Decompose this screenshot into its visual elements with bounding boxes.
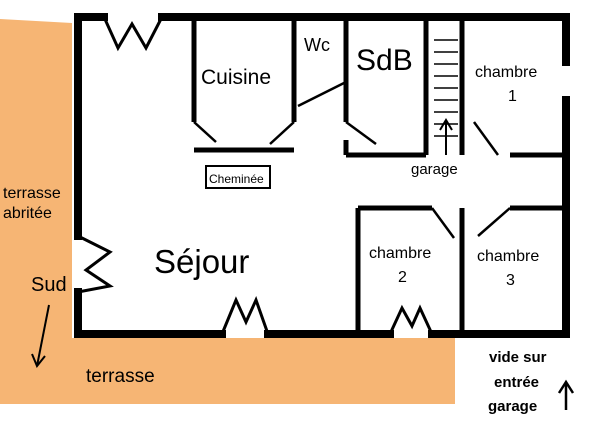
- window-swings: [77, 16, 434, 335]
- label-vide-line1: vide sur: [489, 349, 547, 366]
- label-sdb: SdB: [356, 44, 413, 77]
- label-chambre3-line1: chambre: [477, 248, 539, 265]
- label-cuisine: Cuisine: [201, 66, 271, 89]
- up-arrow-icon: [557, 379, 575, 410]
- label-vide-line3: garage: [488, 398, 537, 415]
- label-sud: Sud: [31, 274, 67, 296]
- label-sejour: Séjour: [154, 243, 249, 280]
- door-swings: [193, 80, 511, 239]
- staircase: [434, 39, 458, 155]
- label-terrasse-abritee-line2: abritée: [3, 205, 52, 222]
- exterior-walls: [74, 13, 570, 338]
- label-chambre2-line2: 2: [398, 269, 407, 286]
- label-terrasse-abritee-line1: terrasse: [3, 185, 61, 202]
- label-vide-line2: entrée: [494, 374, 539, 391]
- label-garage: garage: [411, 161, 458, 178]
- label-chambre2-line1: chambre: [369, 245, 431, 262]
- label-wc: Wc: [304, 35, 330, 55]
- south-arrow-icon: [31, 304, 50, 368]
- interior-walls: [191, 17, 566, 334]
- fireplace: [205, 165, 271, 189]
- label-chambre3-line2: 3: [506, 272, 515, 289]
- terrace-area: [0, 19, 455, 404]
- label-chambre1-line2: 1: [508, 88, 517, 105]
- label-cheminee: Cheminée: [209, 172, 264, 186]
- label-chambre1-line1: chambre: [475, 64, 537, 81]
- label-terrasse: terrasse: [86, 366, 155, 387]
